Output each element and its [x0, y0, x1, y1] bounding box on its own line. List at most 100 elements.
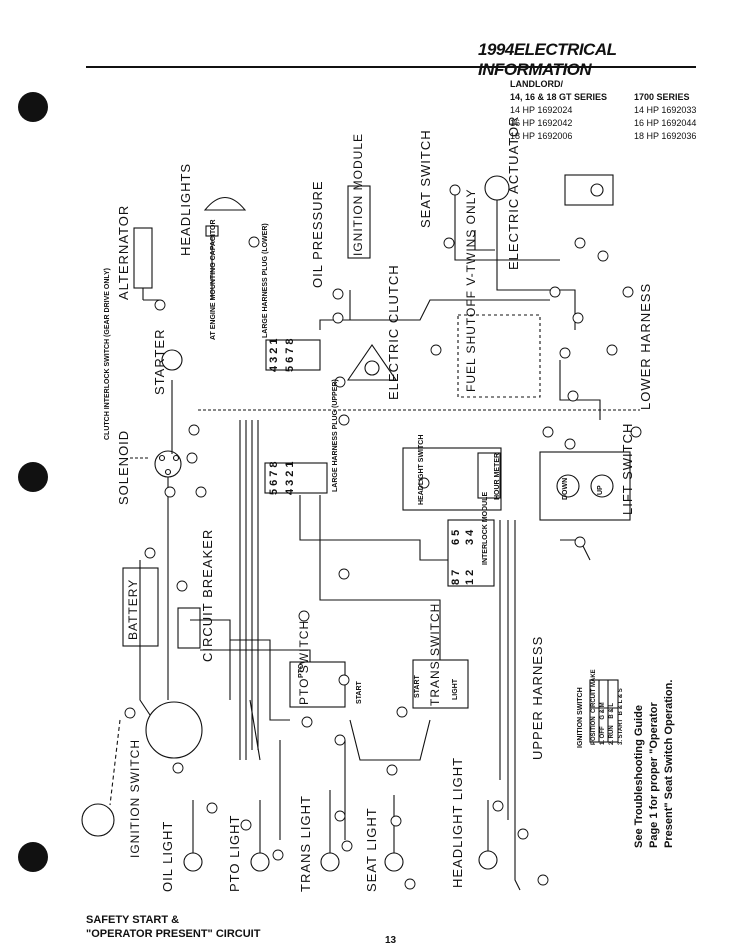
punch-hole: [18, 92, 48, 122]
fuel-shutoff-label: FUEL SHUTOFF V-TWINS ONLY: [464, 188, 478, 392]
seat-light-label: SEAT LIGHT: [364, 807, 379, 892]
ign-table-header-position: POSITION: [591, 716, 597, 745]
model-line: 16 HP 1692042: [510, 118, 573, 128]
pto-start-label: START: [356, 681, 363, 704]
seat-switch-label: SEAT SWITCH: [418, 129, 433, 228]
note-line: Present" Seat Switch Operation.: [663, 679, 675, 848]
headlight-switch-label: HEADLIGHT SWITCH: [418, 434, 425, 505]
trans-start-label: START: [414, 675, 421, 698]
plug-pin: 3: [268, 353, 280, 363]
model-line: 18 HP 1692006: [510, 131, 573, 141]
plug-pin: 1: [268, 335, 280, 345]
ign-table-header-circuit: CIRCUIT MAKE: [591, 669, 597, 713]
lower-harness-label: LOWER HARNESS: [638, 282, 653, 410]
plug-pin: 5: [268, 485, 280, 495]
oil-pressure-label: OIL PRESSURE: [310, 180, 325, 288]
lift-switch-label: LIFT SWITCH: [620, 422, 635, 515]
hour-meter-symbol: [477, 452, 501, 499]
starter-symbol: [161, 349, 183, 371]
seat-light-symbol: [384, 852, 404, 872]
ign-table-cell: G & M: [600, 702, 606, 720]
interlock-module-symbol: [447, 519, 495, 587]
solenoid-label: SOLENOID: [116, 429, 131, 505]
headlights-label: HEADLIGHTS: [178, 162, 193, 256]
models-group-1: LANDLORD/ 14, 16 & 18 GT SERIES 14 HP 16…: [510, 78, 607, 143]
interlock-pin: 2: [464, 566, 476, 576]
clutch-interlock-label: CLUTCH INTERLOCK SWITCH (GEAR DRIVE ONLY…: [104, 267, 111, 440]
capacitor-label: AT ENGINE MOUNTING CAPACITOR: [210, 219, 217, 340]
upper-harness-plug-symbol: [264, 462, 328, 494]
ignition-module-symbol: [347, 185, 371, 259]
ign-table-row: 2. RUN B & L: [609, 703, 615, 745]
circuit-breaker-label: CIRCUIT BREAKER: [200, 528, 215, 662]
lift-down-label: DOWN: [562, 477, 569, 500]
ign-table-cell: 1. OFF: [600, 726, 606, 745]
interlock-pins-row-1: 65: [450, 527, 462, 545]
electric-clutch-symbol: [346, 344, 398, 381]
punch-hole: [18, 842, 48, 872]
interlock-pin: 4: [464, 526, 476, 536]
plug-pin: 7: [268, 467, 280, 477]
models-group-2-heading: 1700 SERIES: [634, 92, 690, 102]
upper-plug-label: LARGE HARNESS PLUG (UPPER): [332, 379, 339, 492]
ignition-switch-label: IGNITION SWITCH: [128, 739, 142, 858]
interlock-pin: 3: [464, 535, 476, 545]
ignition-switch-symbol: [145, 701, 203, 759]
solenoid-symbol: [154, 450, 182, 478]
note-line: Page 1 for proper "Operator: [648, 702, 660, 848]
plug-pin: 2: [268, 344, 280, 354]
interlock-pin: 5: [450, 526, 462, 536]
lift-up-label: UP: [597, 485, 604, 495]
interlock-pin: 6: [450, 535, 462, 545]
ign-table-cell: B & L & S: [618, 688, 624, 716]
pto-tag-label: PTO: [298, 663, 305, 678]
plug-pin: 5: [284, 362, 296, 372]
headlight-light-label: HEADLIGHT LIGHT: [450, 756, 465, 888]
model-line: 14 HP 1692024: [510, 105, 573, 115]
pto-switch-label: PTO SWITCH: [297, 619, 311, 705]
electric-actuator-label: ELECTRIC ACTUATOR: [506, 115, 521, 270]
ignition-module-label: IGNITION MODULE: [351, 132, 365, 256]
headlight-lamp-symbol: [203, 196, 247, 211]
page-number: 13: [385, 935, 397, 946]
fuel-shutoff-box: [457, 314, 541, 398]
trans-light-tag-label: LIGHT: [452, 679, 459, 700]
hour-meter-label: HOUR METER: [494, 452, 501, 500]
footer-title: SAFETY START & "OPERATOR PRESENT" CIRCUI…: [86, 913, 260, 941]
trans-switch-label: TRANS SWITCH: [428, 602, 442, 706]
model-line: 18 HP 1692036: [634, 131, 697, 141]
lower-plug-pins-row-2: 5678: [284, 336, 296, 373]
lower-harness-plug-symbol: [265, 339, 321, 371]
plug-pin: 8: [268, 458, 280, 468]
ign-table-title: IGNITION SWITCH: [577, 687, 584, 748]
plug-pin: 1: [284, 458, 296, 468]
ign-table-cell: 2. RUN: [609, 725, 615, 745]
plug-pin: 3: [284, 476, 296, 486]
header-rule: [86, 66, 696, 68]
trans-light-symbol: [320, 852, 340, 872]
upper-plug-pins-row-1: 5678: [268, 459, 280, 496]
upper-plug-pins-row-2: 4321: [284, 459, 296, 496]
model-line: 14 HP 1692033: [634, 105, 697, 115]
ign-table-cell: B & L: [609, 702, 615, 719]
plug-pin: 7: [284, 344, 296, 354]
ign-table-row: 3. START B & L & S: [618, 688, 624, 745]
plug-pin: 4: [284, 485, 296, 495]
lower-plug-pins-row-1: 4321: [268, 336, 280, 373]
interlock-pin: 1: [464, 575, 476, 585]
headlight-light-symbol: [478, 850, 498, 870]
interlock-pins-row-4: 12: [464, 567, 476, 585]
models-group-1-heading: LANDLORD/: [510, 79, 563, 89]
footer-line: "OPERATOR PRESENT" CIRCUIT: [86, 928, 261, 940]
ign-table-cell: 3. START: [618, 718, 624, 745]
alternator-symbol: [133, 227, 153, 289]
interlock-pin: 8: [450, 575, 462, 585]
alternator-label: ALTERNATOR: [116, 204, 131, 300]
page-header-title: 1994ELECTRICAL INFORMATION: [478, 40, 617, 79]
note-line: See Troubleshooting Guide: [633, 704, 645, 848]
upper-harness-label: UPPER HARNESS: [530, 635, 545, 760]
punch-hole: [18, 462, 48, 492]
pto-light-label: PTO LIGHT: [227, 814, 242, 892]
starter-label: STARTER: [152, 328, 167, 395]
